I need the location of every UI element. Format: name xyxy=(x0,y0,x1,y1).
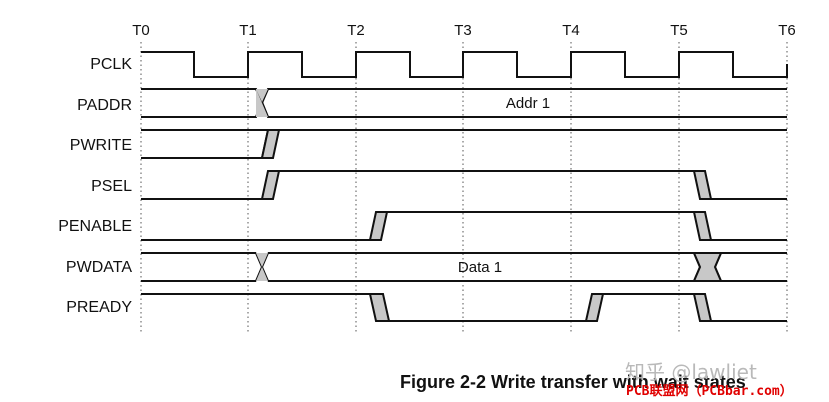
pwdata-value: Data 1 xyxy=(458,259,502,276)
pready-rise xyxy=(584,293,605,322)
paddr-cross-fill xyxy=(256,89,268,117)
signal-label-paddr: PADDR xyxy=(77,97,132,114)
waveform-pready xyxy=(141,293,787,322)
signal-label-penable: PENABLE xyxy=(58,218,132,235)
waveform-penable xyxy=(141,211,787,241)
signal-label-psel: PSEL xyxy=(91,178,132,195)
time-label-t3: T3 xyxy=(454,22,472,39)
waveform-pwrite xyxy=(141,129,787,159)
time-label-t0: T0 xyxy=(132,22,150,39)
pwdata-end-fill xyxy=(692,252,723,282)
psel-fall xyxy=(692,170,713,200)
penable-fall xyxy=(692,211,713,241)
time-label-t6: T6 xyxy=(778,22,796,39)
paddr-value: Addr 1 xyxy=(506,95,550,112)
signal-label-pready: PREADY xyxy=(66,299,132,316)
pcb-watermark: PCB联盟网（PCBbar.com） xyxy=(626,384,793,399)
time-label-t1: T1 xyxy=(239,22,257,39)
time-label-t2: T2 xyxy=(347,22,365,39)
penable-rise xyxy=(368,211,389,241)
pready-fall-1 xyxy=(368,293,391,322)
signal-label-pclk: PCLK xyxy=(90,56,132,73)
pready-fall-2 xyxy=(692,293,713,322)
psel-rise xyxy=(260,170,281,200)
signal-label-pwdata: PWDATA xyxy=(66,259,132,276)
waveform-paddr xyxy=(141,88,787,118)
waveform-pclk xyxy=(141,51,788,78)
time-label-t5: T5 xyxy=(670,22,688,39)
time-guides xyxy=(140,42,788,332)
time-label-t4: T4 xyxy=(562,22,580,39)
waveform-psel xyxy=(141,170,787,200)
zhihu-watermark: 知乎 @lawliet xyxy=(625,360,757,384)
signal-label-pwrite: PWRITE xyxy=(70,137,132,154)
pwdata-cross-fill xyxy=(256,253,268,281)
figure-caption: Figure 2-2 Write transfer with wait stat… xyxy=(400,372,746,392)
pwrite-transition xyxy=(260,129,281,159)
